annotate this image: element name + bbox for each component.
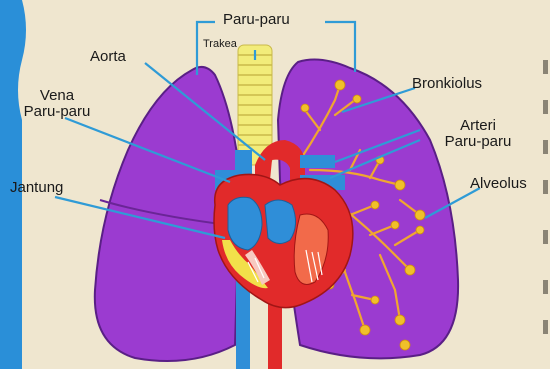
label-vena-paru-paru: Vena Paru-paru [12, 88, 102, 120]
label-aorta: Aorta [90, 49, 126, 65]
label-vena-line1: Vena [12, 88, 102, 104]
label-jantung: Jantung [10, 180, 63, 196]
label-vena-line2: Paru-paru [12, 104, 102, 120]
label-arteri-line1: Arteri [426, 118, 530, 134]
label-bronkiolus: Bronkiolus [412, 76, 482, 92]
label-alveolus: Alveolus [470, 176, 527, 192]
label-arteri-paru-paru: Arteri Paru-paru [426, 118, 530, 150]
label-arteri-line2: Paru-paru [426, 134, 530, 150]
label-trakea: Trakea [203, 39, 237, 51]
edge-marks [543, 60, 548, 334]
label-paru-paru: Paru-paru [223, 12, 290, 28]
